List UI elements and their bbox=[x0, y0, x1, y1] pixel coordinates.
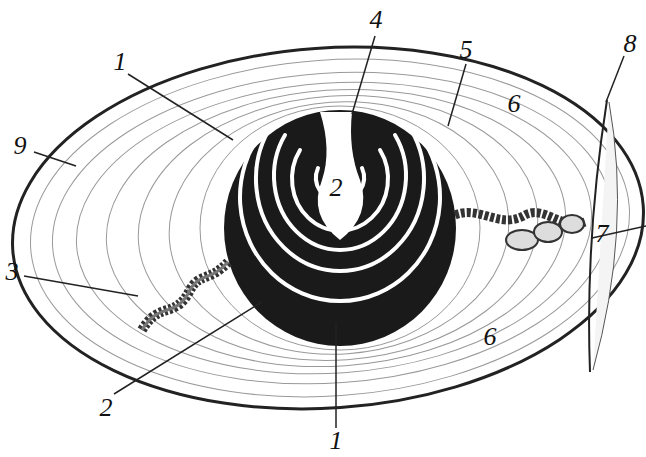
callout-number: 5 bbox=[460, 37, 473, 63]
callout-number: 8 bbox=[624, 31, 637, 57]
callout-number: 3 bbox=[6, 259, 19, 285]
callout-number: 2 bbox=[100, 395, 113, 421]
callout-number: 4 bbox=[370, 7, 383, 33]
callout-number: 9 bbox=[14, 133, 27, 159]
callout-number: 7 bbox=[596, 221, 609, 247]
callout-number: 6 bbox=[484, 324, 497, 350]
callout-number: 6 bbox=[508, 91, 521, 117]
callout-number: 2 bbox=[330, 175, 343, 201]
callout-number: 1 bbox=[114, 49, 127, 75]
callout-number: 1 bbox=[330, 428, 343, 454]
